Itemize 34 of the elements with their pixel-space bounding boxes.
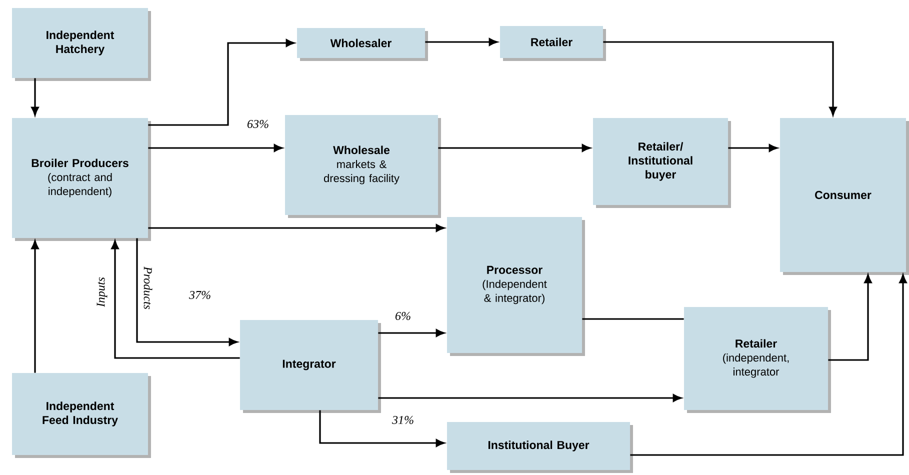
process-box: Retailer (independent, integrator [684, 307, 831, 413]
edge-label: 6% [394, 310, 412, 322]
arrow [31, 240, 39, 373]
arrow [438, 144, 591, 152]
arrow [378, 329, 445, 337]
arrow [136, 238, 238, 346]
process-box: Integrator [240, 320, 381, 413]
process-box: Independent Feed Industry [12, 373, 151, 458]
process-box: Wholesale markets & dressing facility [285, 115, 441, 218]
process-box: Retailer [500, 26, 606, 61]
arrow [31, 78, 39, 116]
arrow [603, 41, 837, 116]
process-box: Institutional Buyer [447, 422, 633, 473]
arrow [828, 274, 872, 361]
edge-label: Inputs [96, 276, 108, 308]
process-box: Retailer/ Institutional buyer [593, 118, 731, 208]
arrow [148, 39, 295, 126]
process-box: Processor (Independent & integrator) [447, 217, 585, 356]
arrow [728, 144, 778, 152]
arrow [111, 240, 240, 359]
arrow [630, 274, 907, 456]
edge-label: Products [142, 266, 154, 310]
process-box: Independent Hatchery [12, 8, 151, 81]
arrow [319, 410, 445, 447]
percentage-label: 37% [189, 290, 210, 300]
process-box: Consumer [780, 118, 909, 275]
arrow [378, 394, 682, 402]
arrow [148, 224, 445, 232]
arrow [425, 38, 498, 46]
edge-label: 63% [246, 118, 270, 130]
arrow [148, 144, 283, 152]
process-box: Broiler Producers (contract and independent) [12, 118, 151, 241]
process-box: Wholesaler [297, 28, 428, 61]
edge-label: 31% [391, 414, 415, 426]
